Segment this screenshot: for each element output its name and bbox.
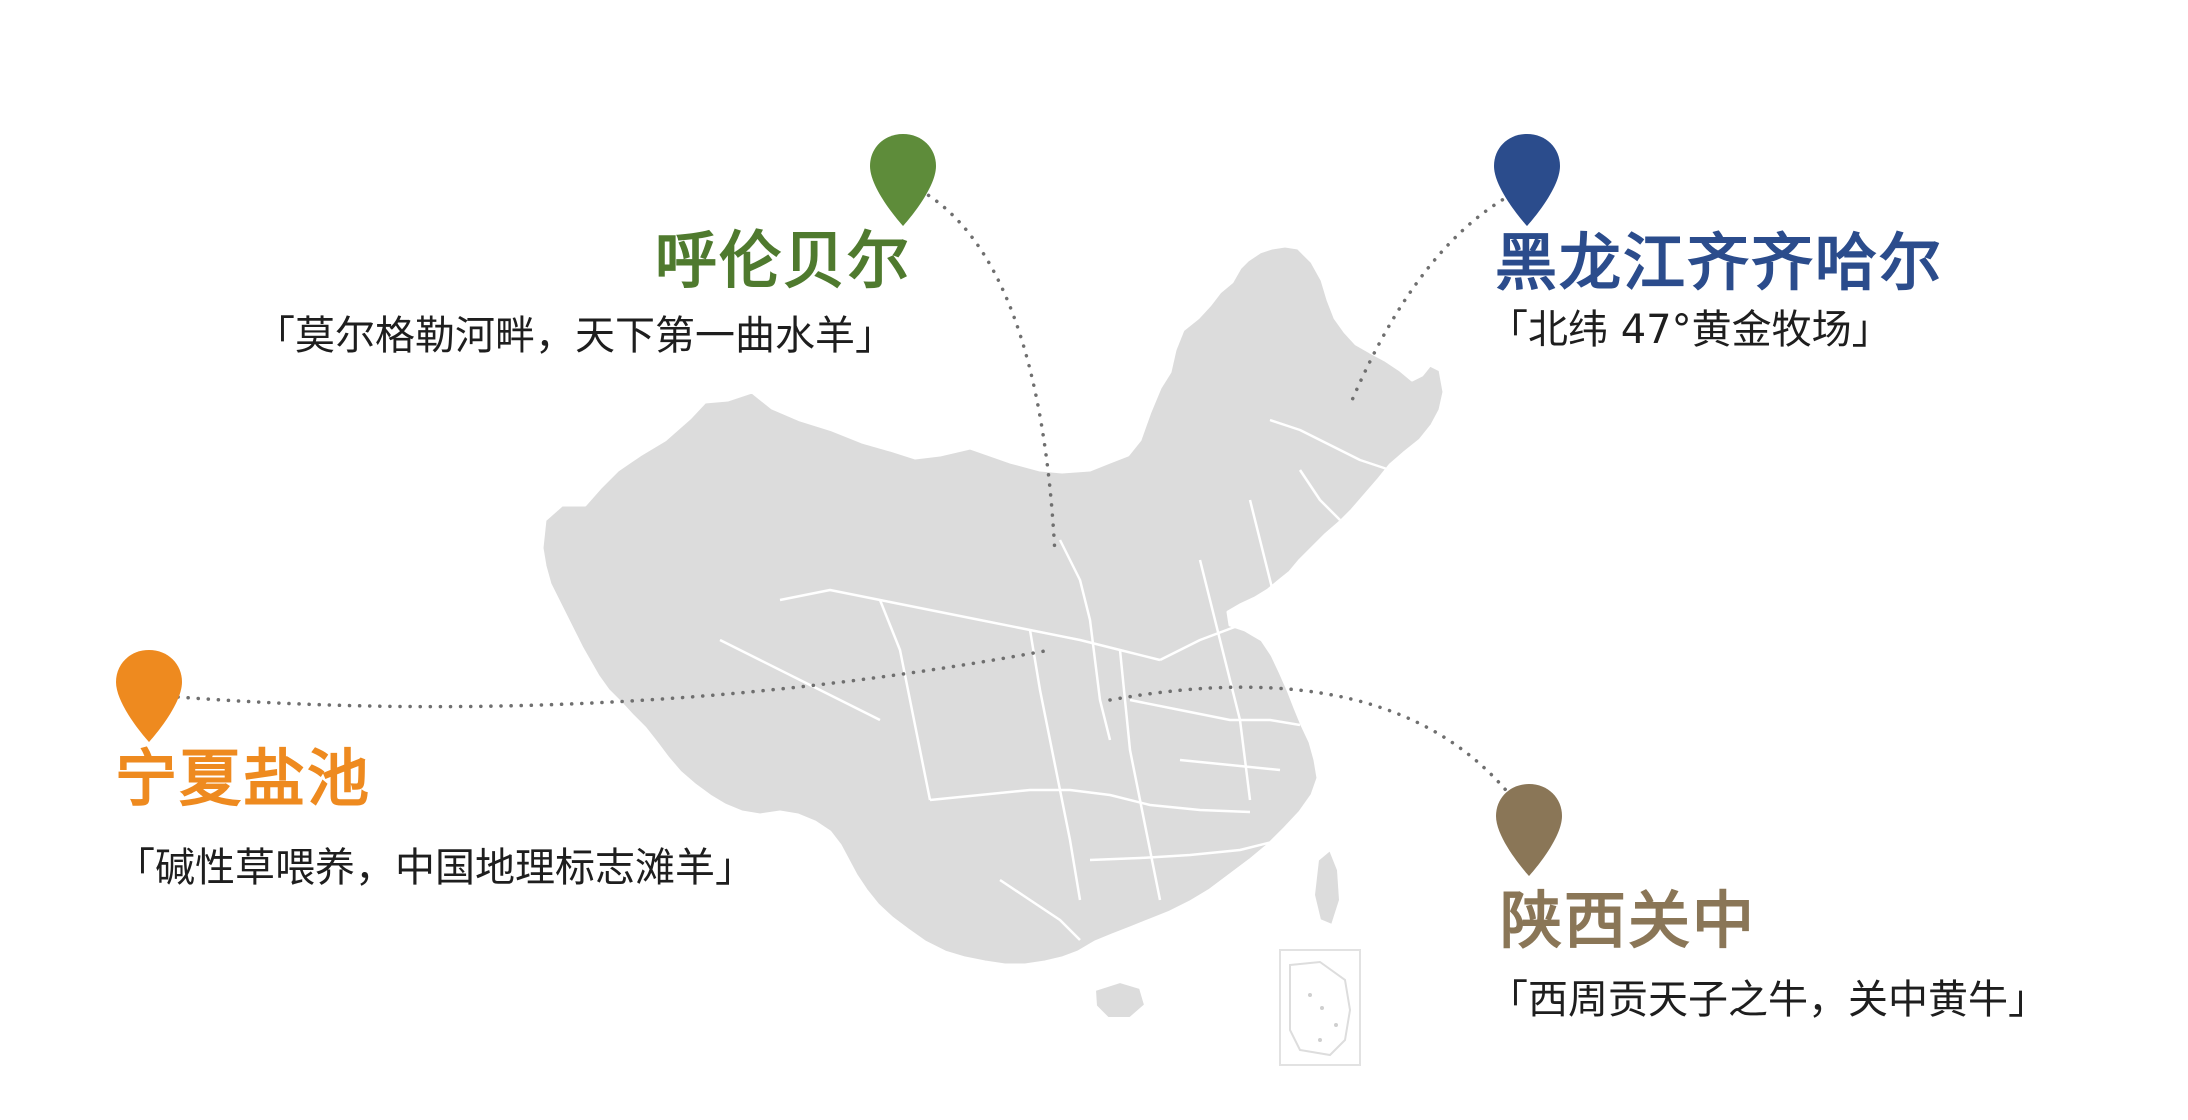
mainland-outline [540,244,1446,967]
heilongjiang-connector [1348,188,1522,407]
shaanxi-map-pin-icon [1496,784,1562,876]
province-borders [719,418,1391,941]
ningxia-title: 宁夏盐池 [115,742,372,815]
hulunbuir-connector [918,188,1057,557]
ningxia-connector [176,648,1052,709]
heilongjiang-map-pin-icon [1494,134,1560,226]
ningxia-desc: 「碱性草喂养，中国地理标志滩羊」 [115,845,755,891]
mainland-china-shape [540,244,1446,967]
heilongjiang-title: 黑龙江齐齐哈尔 [1495,226,1944,299]
ningxia-map-pin-icon [116,650,182,742]
hulunbuir-title: 呼伦贝尔 [655,224,912,297]
south-china-sea-inset [1279,949,1361,1066]
heilongjiang-desc: 「北纬 47°黄金牧场」 [1488,307,1892,353]
taiwan-shape [1312,848,1342,927]
hulunbuir-desc: 「莫尔格勒河畔，天下第一曲水羊」 [255,313,895,359]
shaanxi-desc: 「西周贡天子之牛，关中黄牛」 [1488,977,2048,1023]
shaanxi-title: 陕西关中 [1500,884,1757,957]
shaanxi-connector [1108,685,1512,797]
hulunbuir-map-pin-icon [870,134,936,226]
hainan-shape [1093,980,1147,1019]
